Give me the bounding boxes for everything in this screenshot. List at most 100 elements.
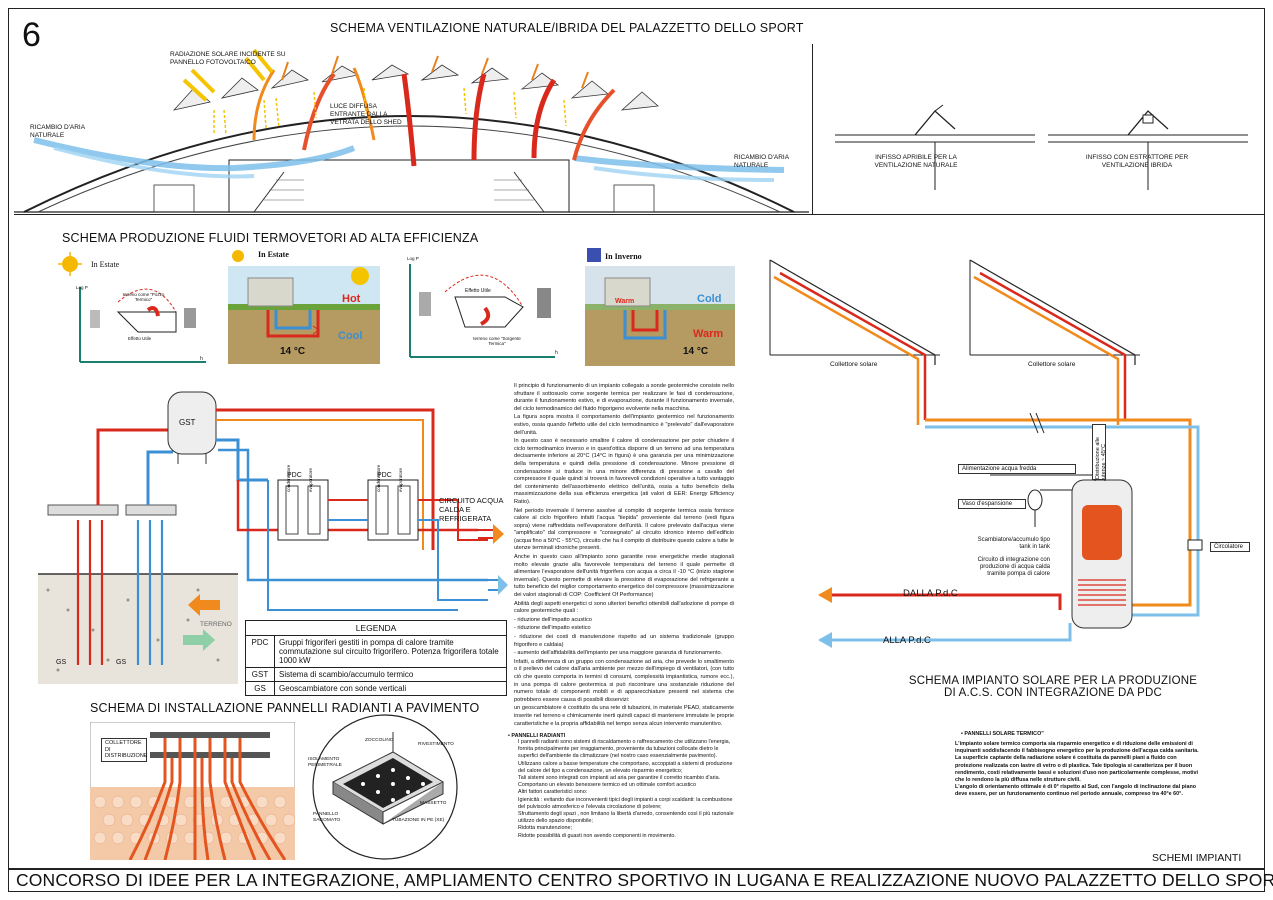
winter-h-label: h (555, 350, 558, 356)
h-label: h (200, 356, 203, 362)
solar-radiation-label: RADIAZIONE SOLARE INCIDENTE SU PANNELLO … (170, 51, 286, 66)
solar-heading-text: PANNELLI SOLARE TERMICO" (964, 731, 1044, 737)
radiant-heading-text: PANNELLI RADIANTI (511, 733, 566, 739)
isolamento-label: ISOLAMENTO PERIMETRALE (308, 757, 342, 768)
geo-paragraph: In questo caso è necessario smaltire il … (514, 438, 734, 505)
legend-code: PDC (245, 635, 275, 668)
winter-effetto-utile: Effetto Utile (465, 288, 491, 294)
legend-text: Geoscambiatore con sonde verticali (274, 681, 507, 696)
radiant-line: Sfruttamento degli spazi , non limitano … (518, 811, 734, 825)
radiant-line: Comportano un elevato benessere termico … (518, 782, 696, 789)
fluids-title: SCHEMA PRODUZIONE FLUIDI TERMOVETORI AD … (62, 231, 479, 245)
legend-text: Gruppi frigoriferi gestiti in pompa di c… (274, 635, 507, 668)
pdc-2-label: PDC (377, 472, 392, 479)
evaporatore-1: evaporatore (308, 467, 313, 492)
distribution-label: Distribuzione alle utenze ~ 45°C (1095, 437, 1107, 479)
ventilation-title: SCHEMA VENTILAZIONE NATURALE/IBRIDA DEL … (330, 21, 804, 35)
geo-paragraph: Nel periodo invernale il terreno assolve… (514, 507, 734, 552)
rivestimento-label: RIVESTIMENTO (418, 742, 454, 747)
radiant-line: I pannelli radianti sono sistemi di risc… (518, 739, 731, 760)
legend-text: Sistema di scambio/accumulo termico (274, 667, 507, 682)
legend-code: GST (245, 667, 275, 682)
gs-1-label: GS (56, 659, 67, 666)
pannello-label: PANNELLO SAGOMATO (313, 812, 341, 823)
expansion-label: Vaso d'espansione (958, 499, 1026, 509)
ventilation-separator (812, 44, 813, 214)
tubazione-label: TUBAZIONE IN PE (Xe) (392, 818, 445, 823)
pdc-1-label: PDC (287, 472, 302, 479)
evaporatore-2: evaporatore (398, 467, 403, 492)
geothermal-plant-schematic (38, 391, 508, 684)
winter-label: In Inverno (605, 252, 642, 261)
geo-paragraph: - riduzione dei costi di manutenzione ri… (514, 634, 734, 648)
solar-line: L'angolo di orientamento ottimale è di 0… (955, 784, 1197, 798)
sheet-number: 6 (22, 16, 41, 54)
terreno-label: TERRENO (200, 621, 232, 628)
radiant-line: Igienicità : evitando due inconvenienti … (518, 796, 733, 810)
collector-1-label: Collettore solare (830, 361, 878, 368)
floor-title: SCHEMA DI INSTALLAZIONE PANNELLI RADIANT… (90, 701, 480, 715)
fixture-natural-detail (835, 104, 1035, 190)
circuit-label: CIRCUITO ACQUA CALDA E REFRIGERATA (439, 496, 504, 523)
winter-cycle-panel: Log P Effetto Utile terreno come "Sorgen… (405, 252, 565, 362)
warm-small-label: Warm (615, 298, 635, 305)
massetto-label: MASSETTO (420, 801, 447, 806)
geo-paragraph: La figura sopra mostra il comportamento … (514, 414, 734, 436)
radiant-description: • PANNELLI RADIANTI I pannelli radianti … (508, 733, 738, 840)
pozzo-label: terreno come "Pozzo Termico" (122, 292, 165, 302)
winter-temp-label: 14 °C (683, 346, 709, 357)
air-change-left-label: RICAMBIO D'ARIA NATURALE (30, 124, 85, 139)
geothermal-description: Il principio di funzionamento di un impi… (514, 383, 734, 729)
gst-label: GST (179, 418, 196, 427)
condensatore-2: condensatore (376, 464, 381, 492)
winter-log-p: Log P (407, 256, 419, 261)
fixture-natural-label: INFISSO APRIBILE PER LA VENTILAZIONE NAT… (874, 154, 958, 169)
cool-label: Cool (338, 330, 363, 342)
geo-paragraph: Abilità degli aspetti energetici ci sono… (514, 600, 734, 615)
log-p-label: Log P (76, 285, 88, 290)
geo-paragraph: - riduzione dell'impatto acustico (514, 616, 592, 623)
distribution-box: Distribuzione alle utenze ~ 45°C (1092, 424, 1107, 480)
sorgente-label: terreno come "Sorgente Termica" (473, 336, 521, 346)
summer-ground-panel: In Estate Hot Cool 14 °C (228, 246, 380, 364)
radiant-lines: I pannelli radianti sono sistemi di risc… (508, 739, 738, 840)
hot-label: Hot (342, 293, 361, 305)
radiant-line: Utilizzano calore a basse temperature ch… (518, 760, 733, 774)
solar-title-line-2: DI A.C.S. CON INTEGRAZIONE DA PDC (943, 687, 1163, 699)
solar-line: La superficie captante della radiazione … (955, 755, 1199, 784)
radiant-line: Ridotta manutenzione; (518, 825, 572, 832)
air-change-right-label: RICAMBIO D'ARIA NATURALE (734, 154, 789, 169)
manifold-label: COLLETTORE DI DISTRIBUZIONE (101, 738, 147, 762)
to-pdc-label: ALLA P.d.C (883, 635, 931, 646)
solar-description: • PANNELLI SOLARE TERMICO" L'impianto so… (955, 731, 1200, 799)
solar-title-line-1: SCHEMA IMPIANTO SOLARE PER LA PRODUZIONE (908, 675, 1198, 687)
geo-paragraph: un geoscambiatore è costituito da una re… (514, 705, 734, 727)
radiant-heading: • PANNELLI RADIANTI (508, 733, 566, 739)
summer-cycle-panel: In Estate Log P h terreno come "Pozzo Te… (58, 252, 208, 367)
integration-label: Circuito di integrazione con produzione … (977, 557, 1050, 577)
contest-title: CONCORSO DI IDEE PER LA INTEGRAZIONE, AM… (16, 870, 1273, 890)
fixture-hybrid-label: INFISSO CON ESTRATTORE PER VENTILAZIONE … (1085, 154, 1189, 169)
tank-label: Scambiatore/accumulo tipo tank in tank (977, 537, 1050, 550)
collector-2-label: Collettore solare (1028, 361, 1076, 368)
geo-paragraph: - riduzione dell'impatto estetico (514, 625, 591, 632)
summer-ground-label: In Estate (258, 250, 289, 259)
solar-line: L'impianto solare termico comporta sia r… (955, 741, 1199, 755)
summer-label: In Estate (91, 260, 120, 269)
radiant-line: Altri fattori caratteristici sono: (518, 789, 588, 796)
radiant-line: Tali sistemi sono integrati con impianti… (518, 775, 721, 782)
cold-water-label: Alimentazione acqua fredda (958, 464, 1076, 474)
legend-code: GS (245, 681, 275, 696)
geo-paragraph: - aumento dell'affidabilità dell'impiant… (514, 650, 723, 657)
warm-label: Warm (693, 328, 724, 340)
sheet-frame (8, 8, 1265, 892)
radiant-line: Ridotte possibilità di guasti non avendo… (518, 832, 676, 839)
diffuse-light-label: LUCE DIFFUSA ENTRANTE DALLA VETRATA DELL… (330, 103, 402, 126)
solar-lines: L'impianto solare termico comporta sia r… (955, 741, 1200, 799)
solar-heading: • PANNELLI SOLARE TERMICO" (961, 731, 1044, 737)
floor-detail-diagram (312, 714, 458, 860)
section-separator (14, 214, 1264, 215)
